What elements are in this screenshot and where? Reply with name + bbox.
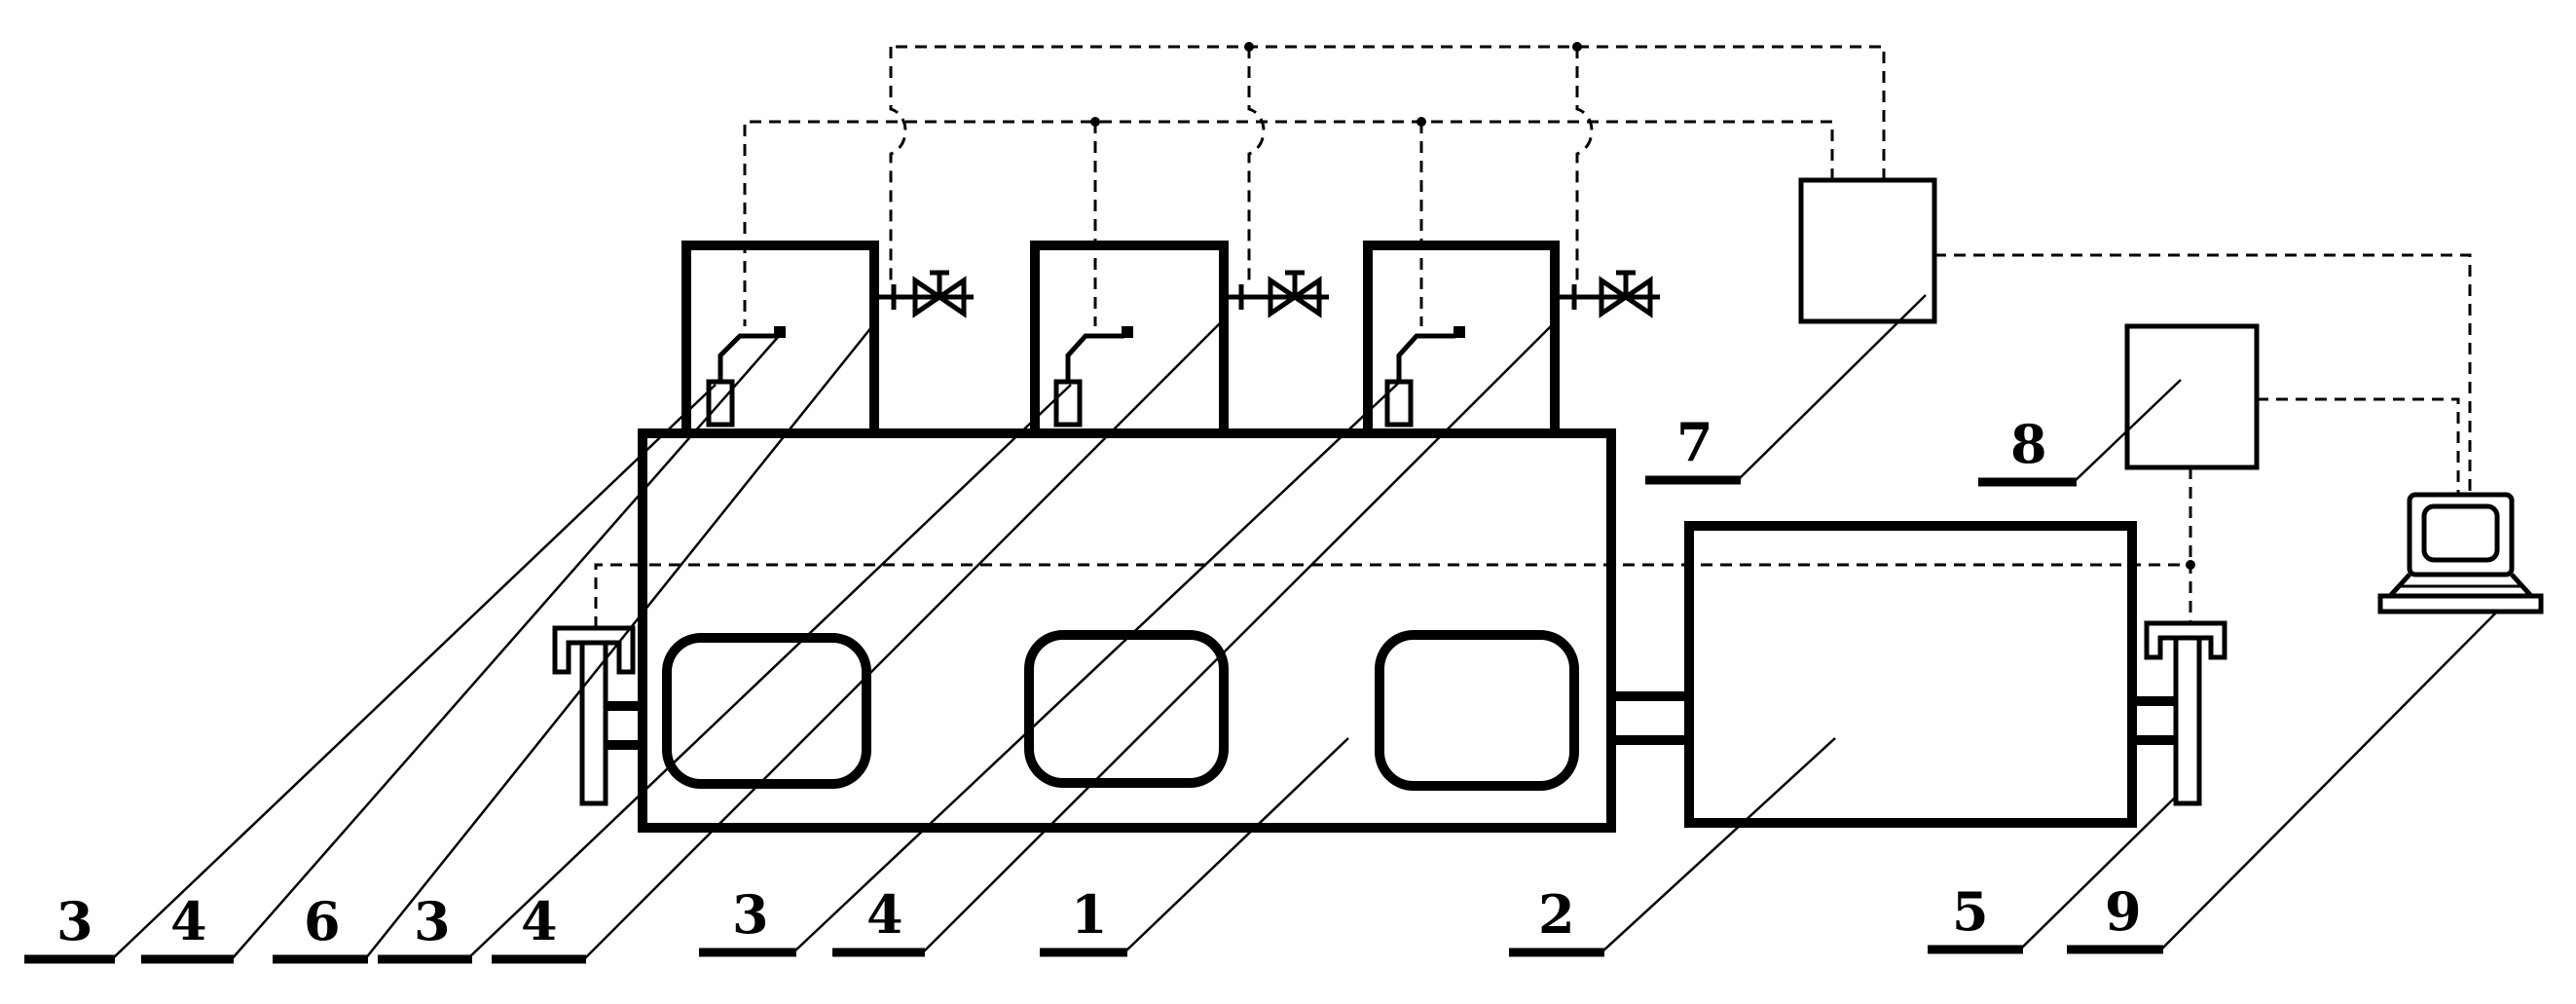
window-middle — [1024, 630, 1229, 788]
label-9: 9 — [2067, 880, 2163, 954]
label-5: 5 — [1928, 880, 2023, 954]
leader-lines — [111, 294, 2498, 960]
label-1: 1 — [1040, 883, 1127, 957]
svg-text:4: 4 — [170, 890, 207, 952]
svg-text:9: 9 — [2105, 880, 2142, 943]
label-4-a: 4 — [141, 890, 234, 964]
label-3-c: 3 — [699, 883, 796, 957]
top-box-2 — [1030, 241, 1229, 433]
svg-text:1: 1 — [1071, 883, 1108, 946]
label-8: 8 — [1978, 413, 2077, 487]
label-3-b: 3 — [378, 890, 472, 964]
svg-text:4: 4 — [866, 883, 903, 946]
svg-text:3: 3 — [56, 890, 93, 952]
sensor-1 — [706, 326, 786, 428]
label-6: 6 — [273, 890, 368, 964]
computer-icon — [2377, 492, 2544, 614]
window-right — [1375, 630, 1579, 791]
top-box-3 — [1363, 241, 1560, 433]
valve-1 — [874, 270, 974, 318]
svg-text:7: 7 — [1676, 411, 1713, 473]
valve-2 — [1224, 270, 1329, 318]
sensor-3 — [1384, 326, 1465, 428]
signal-lines — [594, 42, 2472, 628]
sensor-2 — [1053, 326, 1133, 428]
main-chamber — [638, 428, 1616, 833]
secondary-chamber — [1684, 521, 2137, 828]
controller-box-8 — [2124, 323, 2260, 470]
svg-text:5: 5 — [1952, 880, 1989, 943]
right-clamp — [2132, 620, 2227, 806]
svg-text:2: 2 — [1538, 883, 1575, 946]
label-7: 7 — [1645, 411, 1741, 485]
svg-text:6: 6 — [304, 890, 341, 952]
controller-box-7 — [1798, 177, 1937, 324]
left-clamp — [552, 625, 643, 806]
connecting-pipe — [1611, 691, 1689, 745]
valve-3 — [1555, 270, 1660, 318]
top-box-1 — [681, 241, 879, 433]
svg-text:3: 3 — [732, 883, 769, 946]
label-4-b: 4 — [492, 890, 586, 964]
svg-text:4: 4 — [521, 890, 558, 952]
window-left — [662, 633, 871, 789]
label-4-c: 4 — [832, 883, 925, 957]
label-3-a: 3 — [24, 890, 115, 964]
svg-text:8: 8 — [2010, 413, 2047, 475]
svg-text:3: 3 — [414, 890, 451, 952]
label-2: 2 — [1509, 883, 1604, 957]
